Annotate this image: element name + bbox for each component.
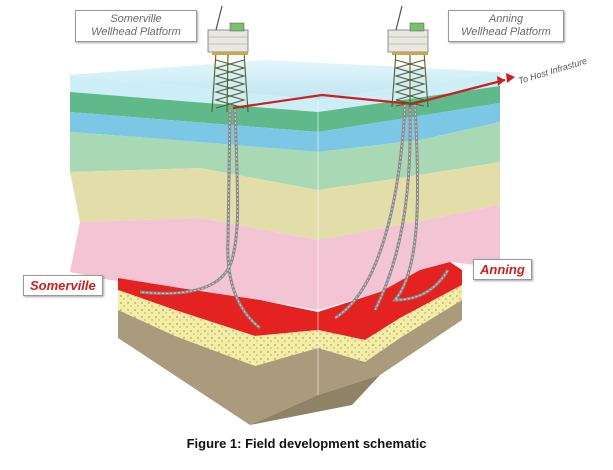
somerville-field-label: Somerville [23, 275, 103, 296]
reservoir-right [318, 262, 462, 340]
pipeline-arrowhead [497, 76, 505, 86]
platform-deck [387, 29, 429, 53]
pink-layer-left [70, 218, 318, 310]
somerville-platform-label: Somerville Wellhead Platform [75, 10, 197, 42]
anning-platform-type: Wellhead Platform [461, 26, 551, 38]
green-layer-left [70, 92, 318, 132]
anning-wells-core [334, 104, 449, 319]
base-notch [250, 375, 380, 425]
somerville-platform-type: Wellhead Platform [91, 26, 181, 38]
yellow-layer-left [70, 168, 318, 240]
base-layer-left [118, 310, 318, 425]
somerville-wells-core [139, 109, 261, 329]
sea-surface [70, 60, 500, 100]
crane-boom [395, 5, 403, 31]
anning-platform-label: Anning Wellhead Platform [448, 10, 564, 42]
anning-platform [387, 5, 429, 108]
platform-deck [207, 29, 249, 53]
pink-layer-right [318, 205, 500, 310]
well-path [139, 109, 240, 295]
pipeline-arrowhead-2 [506, 73, 515, 83]
helideck [409, 22, 425, 32]
base-layer-right [318, 300, 462, 395]
lightgreen-layer-left [70, 132, 318, 190]
figure-caption: Figure 1: Field development schematic [186, 436, 427, 451]
blue-layer-left [70, 112, 318, 152]
export-pipeline [232, 78, 506, 110]
seawater-left [70, 75, 318, 112]
helideck [229, 22, 245, 32]
anning-field-label: Anning [473, 259, 532, 280]
seawater-right [318, 72, 500, 112]
crane-boom [215, 5, 223, 31]
yellow-layer-right [318, 162, 500, 240]
sand-layer-right [318, 285, 462, 362]
somerville-platform-name: Somerville [110, 13, 162, 25]
left-face-layers [70, 75, 318, 425]
somerville-platform [207, 5, 249, 113]
sand-layer-left [118, 290, 318, 366]
anning-platform-name: Anning [488, 13, 524, 25]
